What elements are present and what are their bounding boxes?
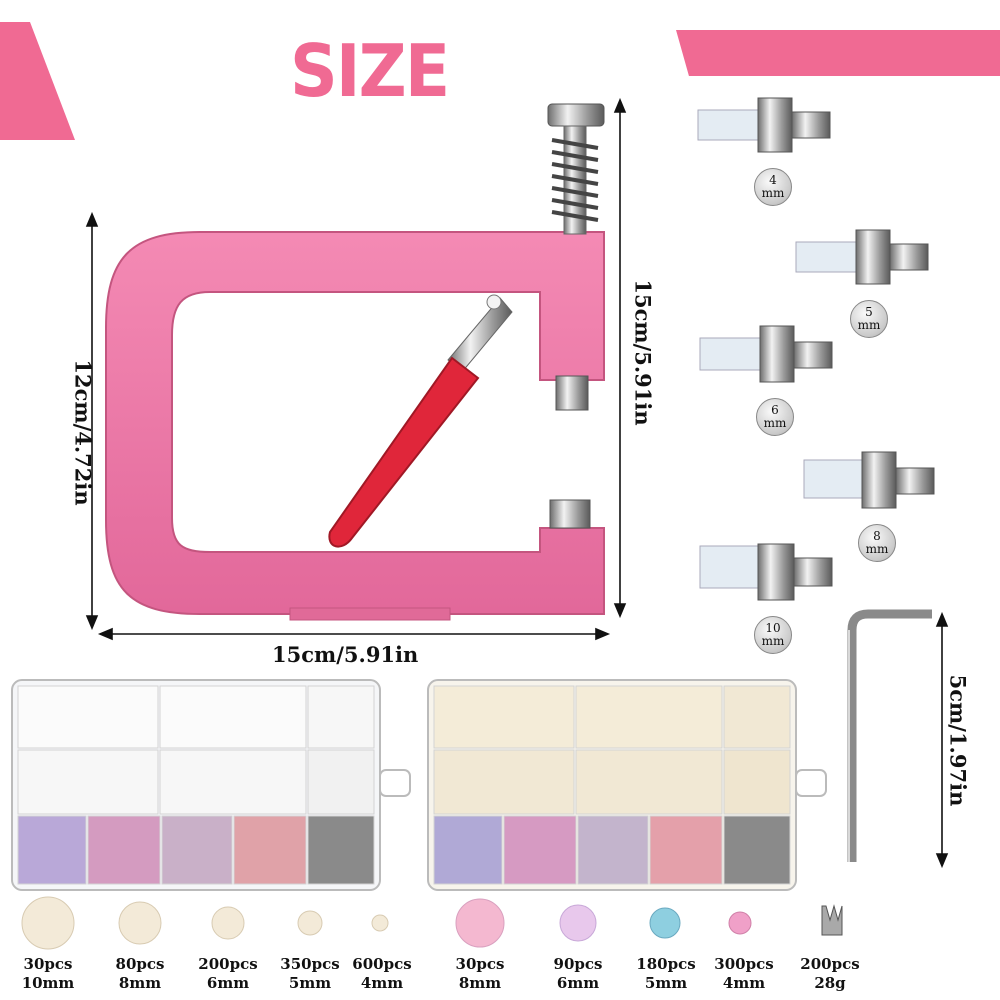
decorative-banner-right [676,30,1000,76]
content-items [21,896,843,950]
lower-die [549,499,591,529]
press-frame [105,231,605,621]
spring-screw [547,103,605,235]
die-set [697,97,935,601]
wrench-dimension-label: 5cm/1.97in [945,674,971,807]
storage-box-ivory [427,679,827,891]
lever-handle [328,294,513,548]
left-height-dimension-label: 12cm/4.72in [70,359,96,506]
right-height-dimension-label: 15cm/5.91in [630,279,656,426]
hex-wrench [847,609,932,862]
dimension-arrows [85,97,949,869]
width-dimension-label: 15cm/5.91in [272,642,419,667]
page-title: SIZE [290,29,450,113]
storage-box-white [11,679,411,891]
upper-die [555,375,589,411]
